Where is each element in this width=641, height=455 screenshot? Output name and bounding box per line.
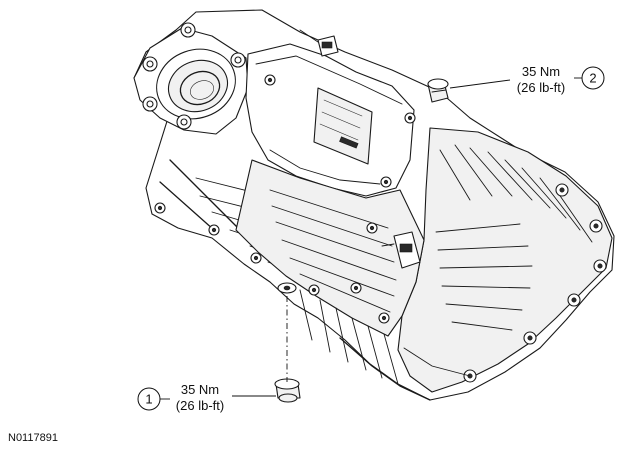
- flange-mounting-holes: [142, 22, 246, 130]
- bell-housing: [397, 127, 613, 393]
- top-connector: [299, 29, 339, 57]
- main-case-body: [235, 159, 425, 337]
- speed-sensor-connector: [381, 231, 421, 269]
- callout-1-torque-nm: 35 Nm: [181, 382, 219, 397]
- callout-1-torque-lbft: (26 lb-ft): [176, 398, 224, 413]
- callout-2-number: 2: [589, 71, 596, 86]
- drain-plug: [274, 378, 301, 403]
- callout-1-number: 1: [145, 392, 152, 407]
- callout-2-circle: [581, 66, 605, 90]
- bell-housing-bolt-bosses: [463, 183, 607, 383]
- figure-code: N0117891: [8, 432, 58, 444]
- lower-case-ribs: [299, 289, 399, 385]
- bell-housing-ribs: [435, 144, 593, 331]
- callout-2-torque-nm: 35 Nm: [522, 64, 560, 79]
- callout-1: 1 35 Nm (26 lb-ft): [137, 296, 288, 413]
- transmission-illustration: [133, 9, 615, 403]
- callout-2-torque-lbft: (26 lb-ft): [517, 80, 565, 95]
- callout-2: 35 Nm (26 lb-ft) 2: [449, 64, 605, 95]
- callout-2-leader: [449, 79, 511, 89]
- case-bolts: [154, 74, 416, 324]
- fill-plug: [427, 78, 449, 103]
